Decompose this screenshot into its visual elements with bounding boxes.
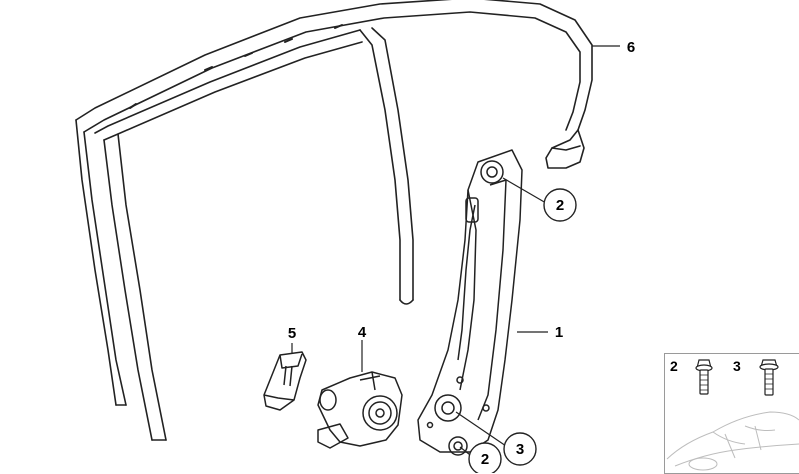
- window-regulator: [417, 149, 523, 456]
- callout-2-bottom-circle: [468, 442, 502, 473]
- screw-3-icon: [759, 359, 779, 396]
- callout-3: 3: [516, 441, 524, 458]
- inset-drawing: [666, 359, 799, 471]
- car-silhouette: [666, 411, 799, 471]
- callout-1: 1: [555, 324, 563, 341]
- callout-4: 4: [358, 324, 367, 341]
- callout-3-circle: [503, 432, 537, 466]
- callout-2-top-circle: [543, 188, 577, 222]
- callout-6: 6: [627, 39, 635, 56]
- connector: [263, 351, 307, 411]
- fastener-inset: 2 3: [664, 353, 799, 474]
- inset-label-2: 2: [670, 358, 678, 374]
- leader-lines: [291, 45, 620, 459]
- inset-label-3: 3: [733, 358, 741, 374]
- callout-5: 5: [288, 325, 296, 342]
- screw-2-icon: [695, 359, 713, 395]
- callout-2-top: 2: [556, 197, 564, 214]
- window-frame-seal: [75, 0, 593, 441]
- callout-2-bottom: 2: [481, 451, 489, 468]
- window-motor: [317, 371, 403, 449]
